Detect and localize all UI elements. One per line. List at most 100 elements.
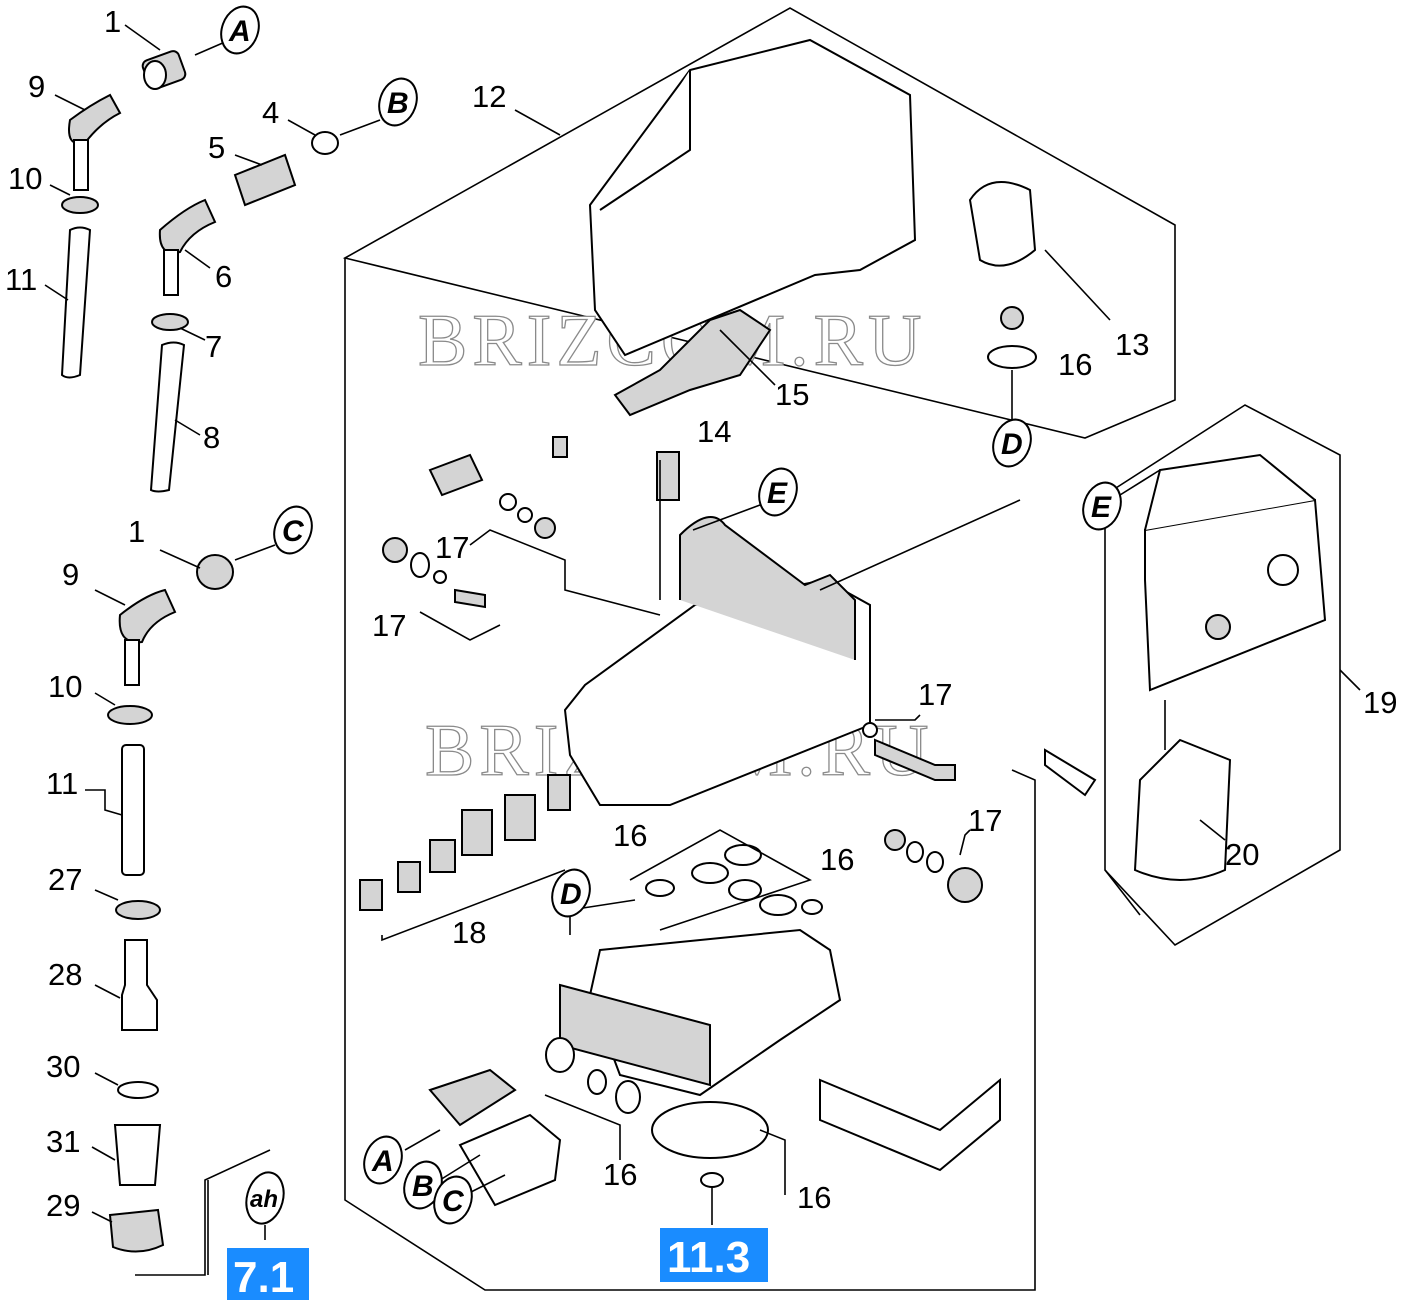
callout-27: 27 <box>48 862 82 897</box>
elbow-part-6 <box>158 198 217 254</box>
frame-main-lower <box>344 258 1036 1291</box>
o-ring-16-d <box>728 879 762 901</box>
ball-part-17 <box>534 517 556 539</box>
hose-part-11-upper <box>60 226 92 379</box>
leader-a-bottom <box>404 1129 441 1151</box>
connector-letters: A B C D E E D A <box>220 5 1122 1225</box>
connector-c-top: C <box>273 505 313 555</box>
callout-10-middle: 10 <box>48 669 82 704</box>
leader-31 <box>91 1146 116 1161</box>
callout-5: 5 <box>208 130 225 165</box>
svg-text:C: C <box>282 515 305 548</box>
callout-20: 20 <box>1225 837 1259 872</box>
callout-28: 28 <box>48 957 82 992</box>
fitting-part-1-upper-face <box>143 60 167 90</box>
svg-text:B: B <box>387 87 409 120</box>
o-ring-16-g <box>545 1037 575 1073</box>
o-ring-part-17-g <box>926 851 944 873</box>
nut-part-29 <box>108 1208 165 1253</box>
svg-text:A: A <box>371 1145 394 1178</box>
callout-10-top: 10 <box>8 161 42 196</box>
o-ring-16-small <box>700 1172 724 1188</box>
clamp-part-27 <box>115 900 161 920</box>
leader-11b <box>85 789 123 816</box>
callout-13: 13 <box>1115 327 1149 362</box>
fitting-part-1-lower <box>196 554 234 590</box>
adapter-b-c <box>458 1113 562 1207</box>
leader-a-top <box>194 41 226 56</box>
barb-part-9-upper <box>73 139 89 191</box>
hose-assembly-c <box>107 554 234 1253</box>
o-ring-16-e <box>759 894 797 916</box>
ball-part-17-lower <box>884 829 906 851</box>
leader-7 <box>179 327 206 341</box>
svg-text:D: D <box>560 878 582 911</box>
hose-part-20 <box>1044 748 1097 797</box>
badge-7-1[interactable]: 7.1 <box>227 1248 309 1302</box>
callout-numbers: 1 9 10 11 4 5 6 7 8 12 13 16 15 14 17 17… <box>5 4 1397 1223</box>
barb-part-6 <box>163 249 179 296</box>
lower-valve-assembly <box>428 844 1001 1207</box>
clamp-part-7 <box>151 313 189 331</box>
leader-e-right <box>1119 469 1161 496</box>
leader-8 <box>174 419 201 436</box>
connector-a-top: A <box>220 5 260 55</box>
connector-d-top: D <box>992 418 1032 468</box>
clip-part-14 <box>656 451 680 501</box>
svg-text:A: A <box>228 15 251 48</box>
o-ring-part-17-c <box>410 552 430 578</box>
o-ring-part-17-f <box>906 841 924 863</box>
leader-16b-frame <box>629 829 812 931</box>
leader-11a <box>44 284 69 301</box>
svg-text:B: B <box>412 1170 434 1203</box>
connector-b-bottom: B <box>403 1160 443 1210</box>
connector-b-top: B <box>378 77 418 127</box>
connector-d-bottom: D <box>551 868 591 918</box>
leader-28 <box>94 984 121 999</box>
leader-e-mid <box>692 504 761 531</box>
switch-18-a <box>359 879 383 911</box>
ball-part-16-top <box>1000 306 1024 330</box>
leader-12 <box>514 109 561 136</box>
leader-b-bottom <box>439 1154 481 1181</box>
frame-control-box-edge <box>1104 869 1141 916</box>
cover-part-12-edge <box>599 70 691 211</box>
switch-18-b <box>397 861 421 893</box>
hose-assembly-a <box>60 50 187 379</box>
svg-text:E: E <box>1091 491 1112 524</box>
valve-main-parts <box>382 38 1037 903</box>
control-box-top <box>1144 453 1316 531</box>
leader-27 <box>94 889 119 901</box>
leader-6 <box>184 249 211 269</box>
screw-part-17 <box>874 738 956 781</box>
callout-6: 6 <box>215 259 232 294</box>
leader-c-top <box>234 544 276 561</box>
leader-10b <box>94 692 116 706</box>
hose-part-11-lower <box>121 744 145 876</box>
callout-16-center-right: 16 <box>820 842 854 877</box>
barb-part-9-lower <box>124 639 140 686</box>
callout-14: 14 <box>697 414 731 449</box>
badge-11-3[interactable]: 11.3 <box>660 1228 768 1282</box>
callout-31: 31 <box>46 1124 80 1159</box>
svg-text:ah: ah <box>250 1186 278 1213</box>
callout-16-center-left: 16 <box>613 818 647 853</box>
clamp-part-10-lower <box>107 705 153 725</box>
leader-10a <box>49 184 71 196</box>
connector-e-middle: E <box>758 467 798 517</box>
callout-15: 15 <box>775 377 809 412</box>
o-ring-part-17-a <box>499 493 517 511</box>
callout-16-bottom-right: 16 <box>797 1180 831 1215</box>
callout-29: 29 <box>46 1188 80 1223</box>
leader-15 <box>719 329 776 386</box>
callout-11-top: 11 <box>5 262 37 297</box>
nipple-part-5 <box>233 153 297 207</box>
switch-18-c <box>429 839 456 873</box>
leader-1a <box>124 24 161 51</box>
piston-part-15 <box>613 308 772 417</box>
o-ring-part-16-top <box>987 345 1037 369</box>
callout-19: 19 <box>1363 685 1397 720</box>
injector-part-17 <box>454 588 486 609</box>
plug-part-15 <box>552 436 568 458</box>
leader-b-top <box>339 119 381 136</box>
